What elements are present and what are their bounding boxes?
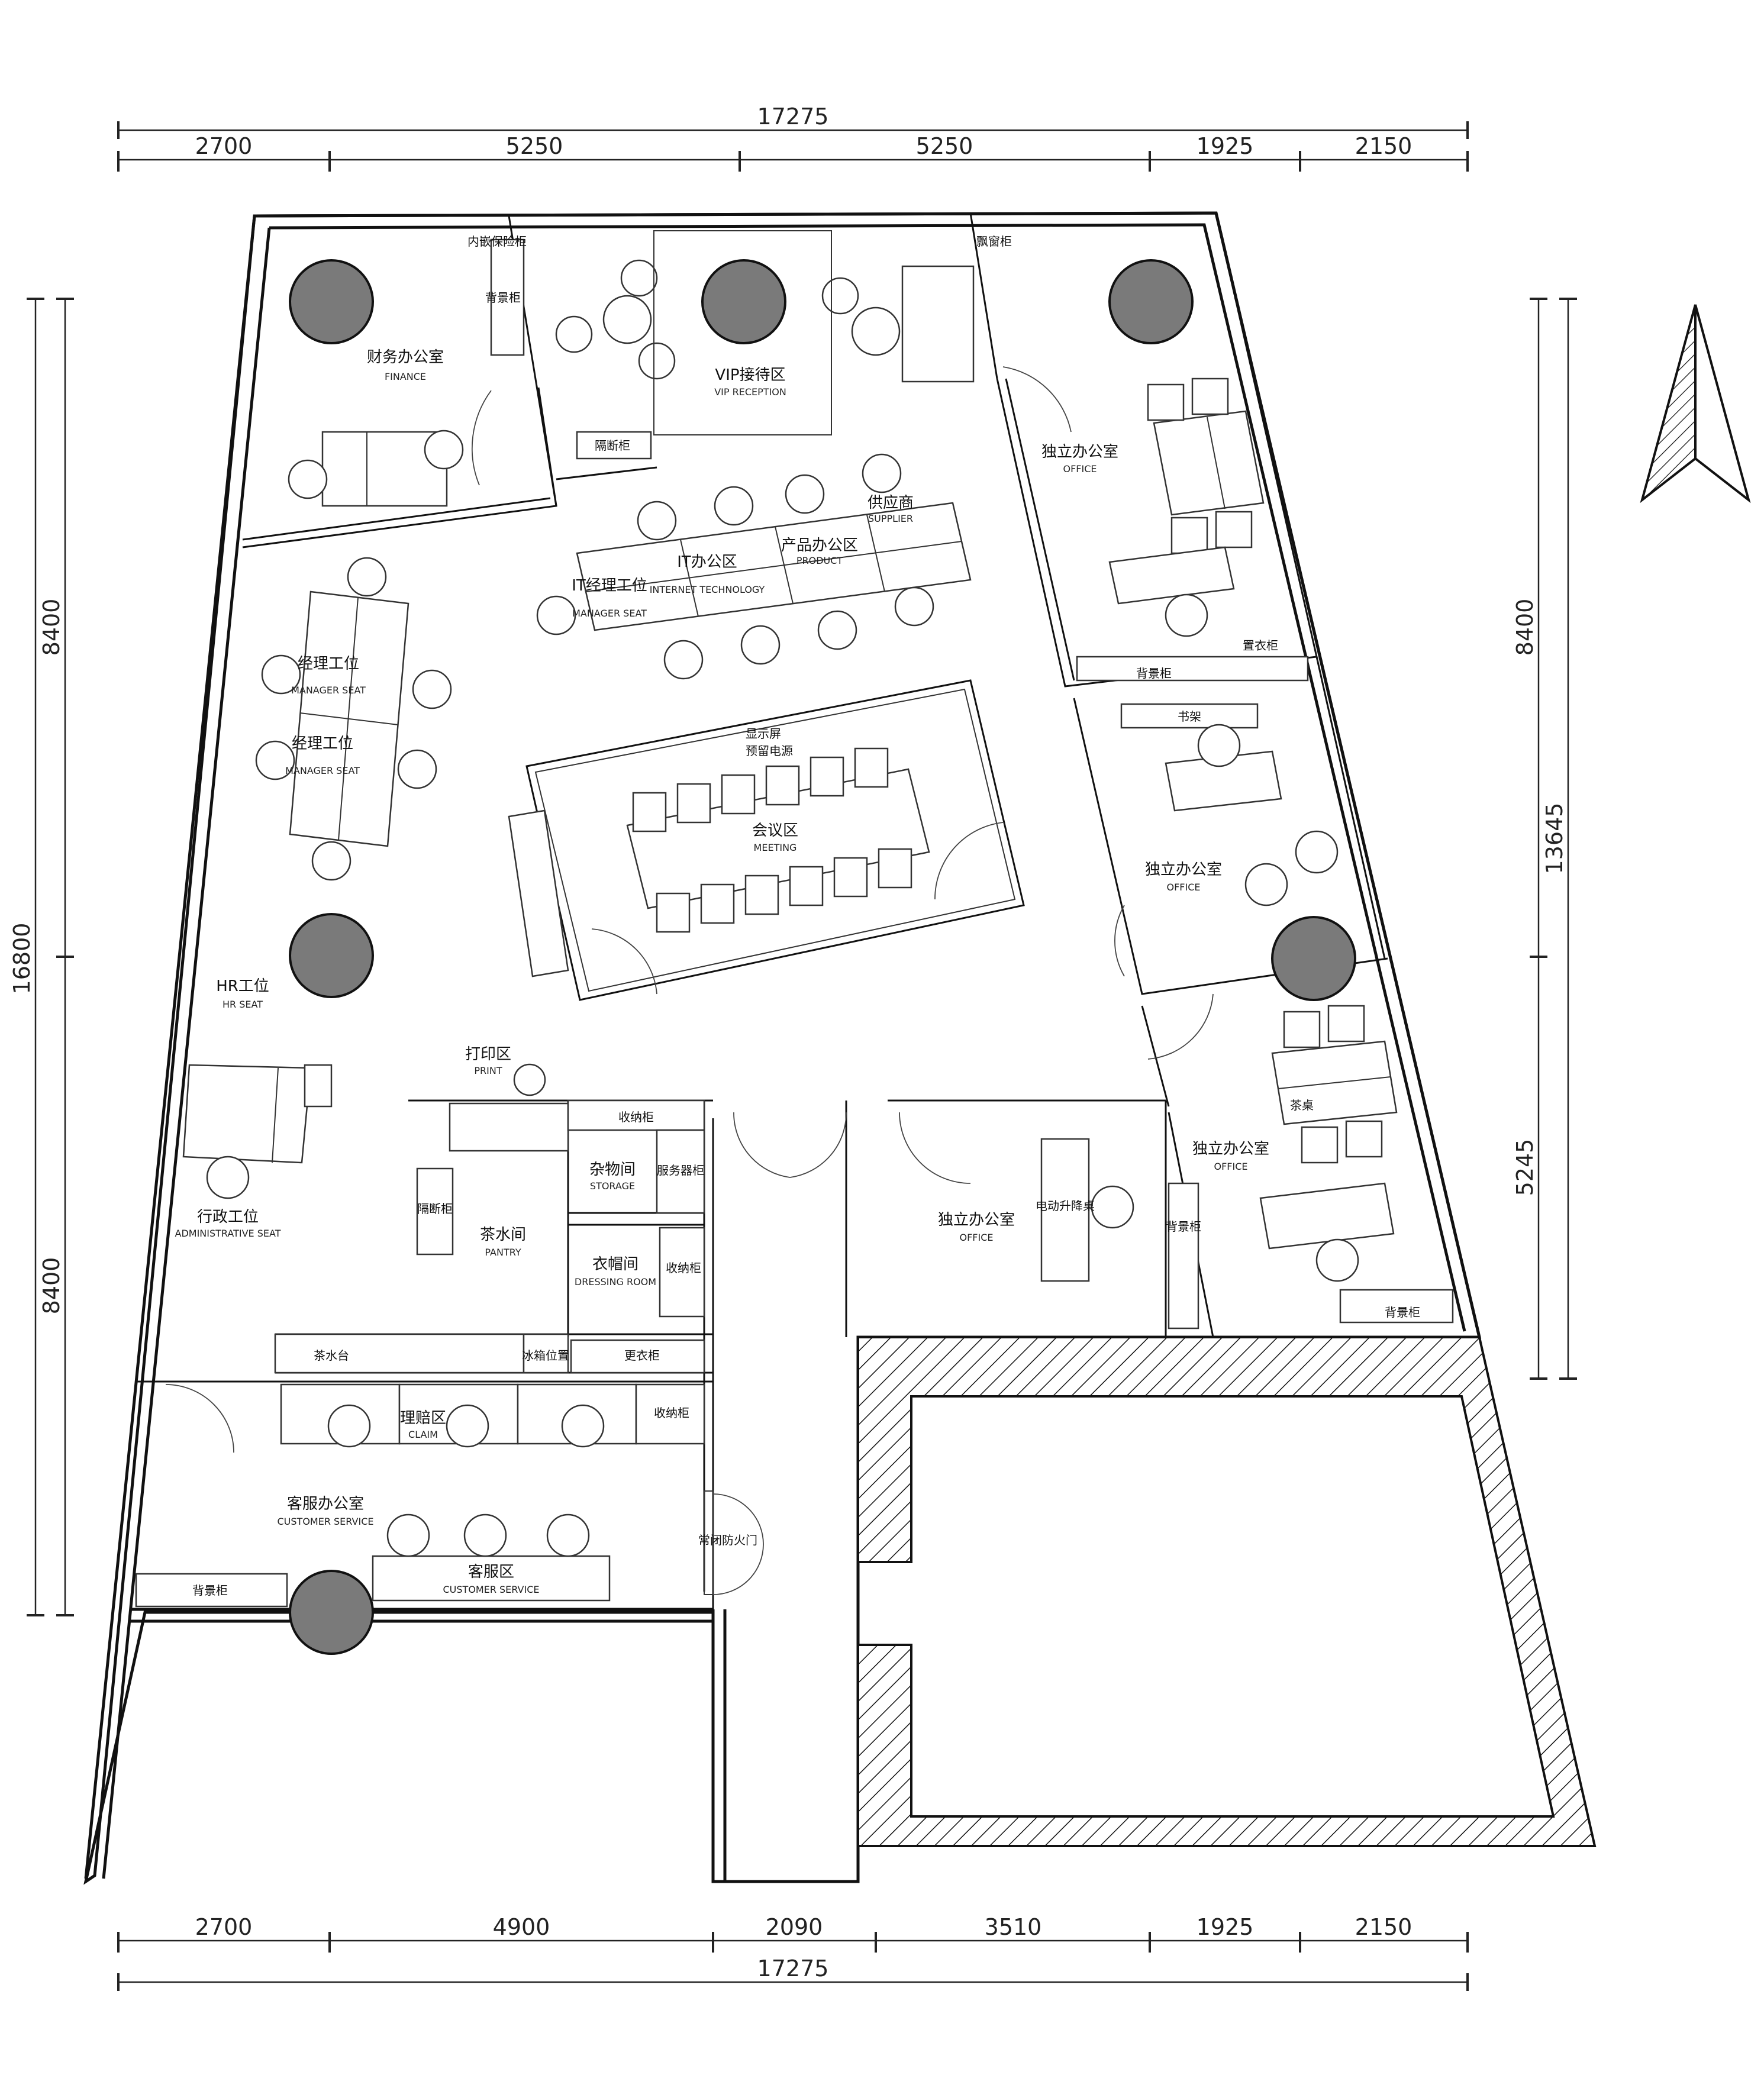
north-arrow-icon: [1640, 304, 1751, 504]
right-dimensions: 8400 5245 13645: [1512, 298, 1577, 1380]
door-swings: [165, 366, 1214, 1595]
it-manager-label-en: MANAGER SEAT: [572, 608, 647, 619]
dressing-label-en: DRESSING ROOM: [575, 1276, 656, 1287]
power-label: 预留电源: [746, 744, 793, 758]
wardrobe-label: 置衣柜: [1243, 638, 1278, 653]
it-label: IT办公区: [677, 553, 737, 571]
top-dim-3: 5250: [916, 133, 973, 159]
storage-cabinet-2-label: 收纳柜: [666, 1261, 701, 1275]
top-total-dim: 17275: [757, 104, 829, 130]
office-c-label: 独立办公室: [1192, 1140, 1269, 1158]
finance-label: 财务办公室: [367, 348, 444, 366]
office-d-label: 独立办公室: [938, 1211, 1015, 1229]
top-dim-4: 1925: [1197, 133, 1254, 159]
right-dim-1: 8400: [1512, 599, 1538, 656]
manager2-label: 经理工位: [292, 735, 353, 753]
manager2-label-en: MANAGER SEAT: [285, 765, 360, 776]
office-d-label-en: OFFICE: [960, 1232, 994, 1243]
bookshelf-label: 书架: [1178, 709, 1201, 724]
office-a-label: 独立办公室: [1041, 443, 1118, 461]
bottom-dim-5: 1925: [1197, 1914, 1254, 1940]
meeting-label-en: MEETING: [754, 842, 797, 853]
admin-label-en: ADMINISTRATIVE SEAT: [175, 1228, 281, 1239]
print-label-en: PRINT: [474, 1065, 502, 1076]
back-cabinet-3-label: 背景柜: [1166, 1219, 1201, 1234]
partition-cabinet-label: 隔断柜: [595, 438, 630, 453]
safe-cabinet-label: 内嵌保险柜: [467, 234, 527, 249]
office-c-label-en: OFFICE: [1214, 1161, 1248, 1172]
furniture: [135, 230, 1454, 1608]
left-total-dim: 16800: [9, 923, 35, 995]
office-b-label-en: OFFICE: [1167, 882, 1201, 893]
left-dim-1: 8400: [38, 599, 65, 656]
meeting-label: 会议区: [752, 822, 798, 840]
room-labels: 财务办公室 FINANCE VIP接待区 VIP RECEPTION 独立办公室…: [175, 348, 1269, 1595]
fire-door-label: 常闭防火门: [698, 1533, 757, 1547]
tea-counter-label: 茶水台: [314, 1348, 349, 1363]
pantry-label: 茶水间: [480, 1226, 526, 1244]
drape-cabinet-label: 飘窗柜: [976, 234, 1012, 249]
hr-label: HR工位: [216, 977, 269, 995]
storage-cabinet-3-label: 收纳柜: [654, 1406, 689, 1420]
top-dimensions: 17275 2700 5250 5250 1925 2150: [117, 104, 1469, 172]
product-label-en: PRODUCT: [796, 555, 843, 566]
cs-zone-label: 客服区: [468, 1563, 514, 1581]
cs-office-label: 客服办公室: [287, 1495, 364, 1513]
claim-label-en: CLAIM: [408, 1429, 438, 1440]
admin-label: 行政工位: [197, 1208, 259, 1226]
back-cabinet-2-label: 背景柜: [1136, 666, 1172, 680]
columns: [289, 259, 1356, 1655]
back-cabinet-5-label: 背景柜: [192, 1583, 228, 1598]
supplier-label: 供应商: [868, 494, 914, 512]
right-total-dim: 13645: [1542, 803, 1568, 874]
bottom-dim-6: 2150: [1355, 1914, 1413, 1940]
print-label: 打印区: [465, 1045, 511, 1063]
office-a-label-en: OFFICE: [1063, 463, 1097, 475]
right-dim-2: 5245: [1512, 1139, 1538, 1196]
bottom-dim-3: 2090: [766, 1914, 823, 1940]
screen-label: 显示屏: [746, 727, 781, 741]
bottom-dim-1: 2700: [195, 1914, 253, 1940]
cs-zone-label-en: CUSTOMER SERVICE: [443, 1584, 540, 1595]
finance-label-en: FINANCE: [385, 371, 426, 382]
storage-label: 杂物间: [589, 1161, 636, 1179]
electric-desk-label: 电动升降桌: [1036, 1199, 1095, 1213]
fridge-label: 冰箱位置: [522, 1348, 569, 1363]
it-manager-label: IT经理工位: [572, 577, 647, 595]
bottom-dim-4: 3510: [985, 1914, 1042, 1940]
product-label: 产品办公区: [781, 537, 858, 554]
left-dim-2: 8400: [38, 1257, 65, 1315]
structural-wall-block: [857, 1336, 1597, 1847]
hr-label-en: HR SEAT: [222, 999, 263, 1010]
bottom-dimensions: 2700 4900 2090 3510 1925 2150 17275: [117, 1914, 1469, 1991]
bottom-dim-2: 4900: [493, 1914, 550, 1940]
manager1-label-en: MANAGER SEAT: [291, 685, 366, 696]
claim-label: 理赔区: [400, 1409, 446, 1427]
it-label-en: INTERNET TECHNOLOGY: [650, 584, 765, 595]
storage-label-en: STORAGE: [590, 1180, 635, 1192]
vip-label-en: VIP RECEPTION: [714, 386, 786, 398]
top-dim-2: 5250: [506, 133, 563, 159]
left-dimensions: 16800 8400 8400: [9, 298, 74, 1616]
top-dim-5: 2150: [1355, 133, 1413, 159]
manager1-label: 经理工位: [298, 655, 359, 673]
dressing-label: 衣帽间: [592, 1256, 638, 1273]
service-cabinet-label: 服务器柜: [657, 1163, 704, 1177]
vip-label: VIP接待区: [715, 366, 785, 384]
back-cabinet-4-label: 背景柜: [1385, 1305, 1420, 1319]
partition-cabinet-2-label: 隔断柜: [417, 1202, 453, 1216]
changing-cabinet-label: 更衣柜: [624, 1348, 660, 1363]
back-cabinet-1-label: 背景柜: [485, 291, 521, 305]
supplier-label-en: SUPPLIER: [868, 513, 913, 524]
top-dim-1: 2700: [195, 133, 253, 159]
bottom-total-dim: 17275: [757, 1955, 829, 1982]
storage-cabinet-1-label: 收纳柜: [618, 1110, 654, 1124]
cs-office-label-en: CUSTOMER SERVICE: [278, 1516, 374, 1527]
tea-table-label: 茶桌: [1290, 1098, 1314, 1112]
office-b-label: 独立办公室: [1145, 861, 1222, 879]
furniture-labels: 内嵌保险柜 背景柜 隔断柜 飘窗柜 背景柜 置衣柜 书架 茶桌 背景柜 背景柜 …: [192, 234, 1420, 1598]
pantry-label-en: PANTRY: [485, 1247, 521, 1258]
